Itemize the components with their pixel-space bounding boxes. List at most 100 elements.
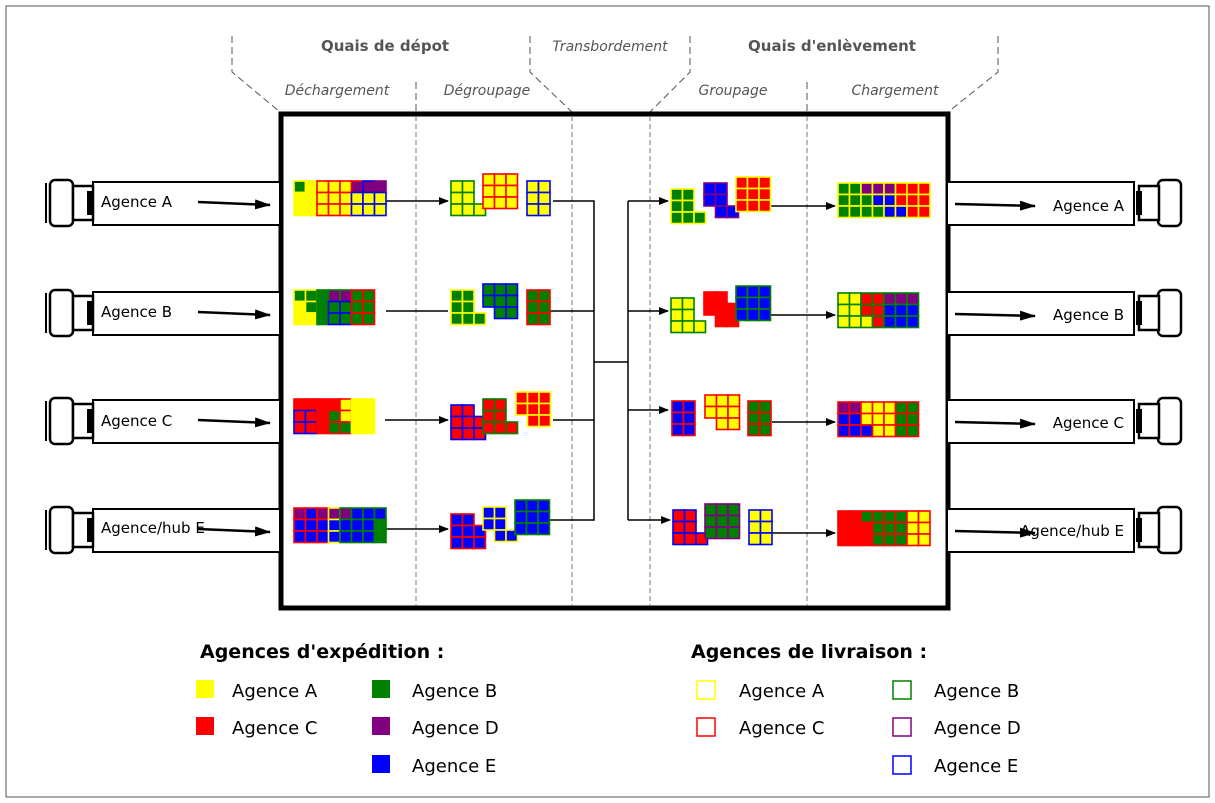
pallet-cell <box>505 196 519 210</box>
pallet-cell <box>373 518 387 532</box>
pallet-cell <box>758 176 772 190</box>
truck-hitch <box>87 301 93 325</box>
pallet-cell <box>848 412 862 426</box>
pallet-cell <box>526 203 540 217</box>
pallet-cell <box>670 308 684 322</box>
pallet-cell <box>703 291 717 305</box>
pallet-cell <box>327 409 341 423</box>
pallet-cell <box>906 182 920 196</box>
chargement-block-c <box>837 401 920 438</box>
truck-cab <box>1156 505 1183 555</box>
pallet-cell <box>362 507 376 521</box>
pallet-cell <box>758 199 772 213</box>
legend-exp-swatch-b <box>372 680 390 698</box>
pallet-cell <box>461 404 475 418</box>
zone-dividers <box>415 116 808 606</box>
pallet-cell <box>304 530 318 544</box>
degroupage-b-3 <box>526 289 551 326</box>
truck-cab <box>1156 178 1183 228</box>
pallet-cell <box>714 193 728 207</box>
pallet-cell <box>871 193 885 207</box>
pallet-cell <box>526 300 540 314</box>
pallet-cell <box>461 524 475 538</box>
truck-direction-arrow <box>197 309 271 320</box>
pallet-cell <box>514 499 528 513</box>
pallet-cell <box>482 294 496 308</box>
degroupage-a-2 <box>482 173 519 210</box>
truck-direction-arrow <box>954 527 1036 538</box>
pallet-cell <box>848 315 862 329</box>
pallet-cell <box>316 289 330 303</box>
pallet-cell <box>327 507 341 521</box>
pallet-cell <box>848 182 862 196</box>
pallet-cell <box>727 394 741 408</box>
pallet-cell <box>473 312 487 326</box>
pallet-cell <box>316 421 330 435</box>
pallet-cell <box>327 203 341 217</box>
pallet-cell <box>735 285 749 299</box>
truck-direction-arrow <box>197 417 271 428</box>
pallet-cell <box>682 423 696 437</box>
pallet-cell <box>860 424 874 438</box>
pallet-cell <box>906 303 920 317</box>
pallet-cell <box>362 312 376 326</box>
pallet-cell <box>727 417 741 431</box>
truck-direction-arrow <box>954 310 1036 321</box>
pallet-cell <box>525 510 539 524</box>
pallet-cell <box>860 205 874 219</box>
pallet-cell <box>450 312 464 326</box>
pallet-cell <box>735 187 749 201</box>
pallet-cell <box>473 536 487 550</box>
pallet-cell <box>350 289 364 303</box>
truck-hitch <box>87 409 93 433</box>
pallet-cell <box>759 520 773 534</box>
pallet-cell <box>493 196 507 210</box>
legend-exp-label-b: Agence B <box>412 681 497 702</box>
pallet-cell <box>461 180 475 194</box>
pallet-cell <box>681 199 695 213</box>
pallet-cell <box>537 289 551 303</box>
pallet-cell <box>493 398 507 412</box>
pallet-cell <box>515 391 529 405</box>
pallet-cell <box>906 193 920 207</box>
incoming-truck-0 <box>45 178 281 228</box>
pallet-cell <box>759 509 773 523</box>
pallet-cell <box>906 533 920 547</box>
pallet-cell <box>293 518 307 532</box>
pallet-cell <box>526 414 540 428</box>
truck-hitch <box>1136 191 1142 215</box>
outgoing-truck-1 <box>946 288 1183 338</box>
pallet-cell <box>848 521 862 535</box>
pallet-cell <box>505 184 519 198</box>
pallet-cell <box>681 211 695 225</box>
header-dechargement: Déchargement <box>285 83 390 99</box>
pallet-cell <box>350 518 364 532</box>
pallet-cell <box>450 427 464 441</box>
outgoing-truck-0 <box>946 178 1183 228</box>
pallet-cell <box>837 205 851 219</box>
legend-liv-swatch-e <box>892 755 912 775</box>
pallet-cell <box>671 423 685 437</box>
pallet-cell <box>848 193 862 207</box>
pallet-cell <box>362 191 376 205</box>
pallet-cell <box>350 530 364 544</box>
pallet-cell <box>293 421 307 435</box>
pallet-cell <box>293 398 307 412</box>
pallet-cell <box>350 409 364 423</box>
pallet-cell <box>837 193 851 207</box>
pallet-cell <box>304 409 318 423</box>
pallet-cell <box>672 509 686 523</box>
legend-livraison-title: Agences de livraison : <box>691 641 927 663</box>
pallet-cell <box>681 297 695 311</box>
pallet-cell <box>537 499 551 513</box>
pallet-cell <box>860 193 874 207</box>
pallet-cell <box>837 401 851 415</box>
pallet-cell <box>848 424 862 438</box>
pallet-cell <box>482 517 496 531</box>
chargement-block-a <box>837 182 931 219</box>
pallet-cell <box>917 521 931 535</box>
legend-liv-swatch-b <box>892 680 912 700</box>
pallet-cell <box>327 518 341 532</box>
pallet-cell <box>746 187 760 201</box>
